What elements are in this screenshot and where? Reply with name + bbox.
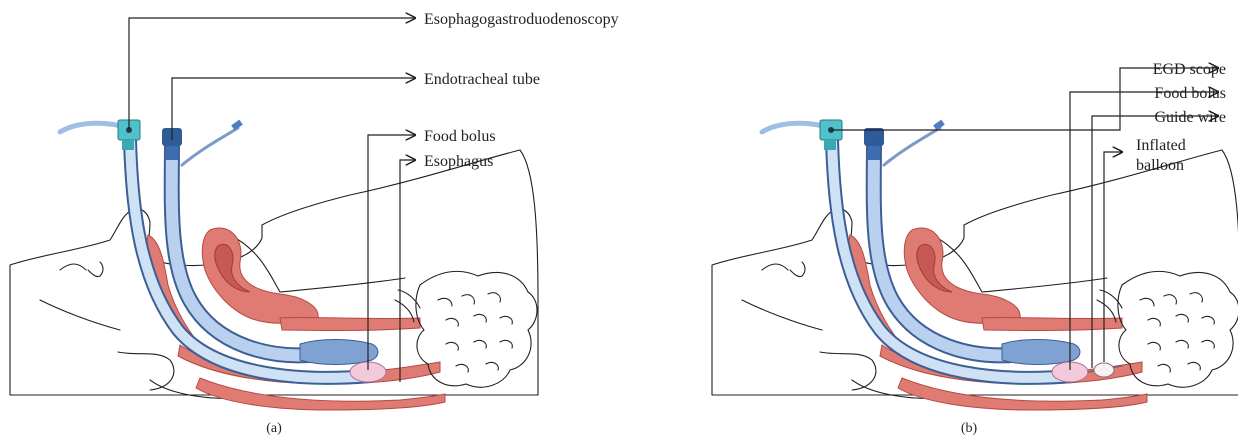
panel-a-leader-ett — [172, 78, 415, 140]
panel-a-label-esophagus: Esophagus — [424, 153, 493, 170]
panel-b-leader-balloon — [1104, 152, 1122, 362]
panel-b-caption: (b) — [961, 421, 978, 436]
inflated-balloon — [1094, 363, 1114, 377]
panel-a-caption: (a) — [266, 421, 282, 436]
panel-b-label-balloon: balloon — [1136, 157, 1184, 174]
panel-b: EGD scope Food bolus Guide wire Inflated… — [712, 61, 1238, 436]
panel-a-leader-esophagus — [400, 160, 415, 382]
panel-b-label-food-bolus: Food bolus — [1154, 85, 1226, 102]
panel-a-label-food-bolus: Food bolus — [424, 128, 496, 145]
panel-b-label-guide-wire: Guide wire — [1154, 109, 1226, 126]
panel-b-label-inflated: Inflated — [1136, 137, 1186, 154]
panel-a-leader-bolus — [368, 135, 415, 370]
panel-a-label-endotracheal-tube: Endotracheal tube — [424, 71, 540, 88]
panel-a: Esophagogastroduodenoscopy Endotracheal … — [10, 11, 619, 436]
panel-b-label-egd-scope: EGD scope — [1153, 61, 1226, 78]
panel-a-label-egd: Esophagogastroduodenoscopy — [424, 11, 619, 28]
